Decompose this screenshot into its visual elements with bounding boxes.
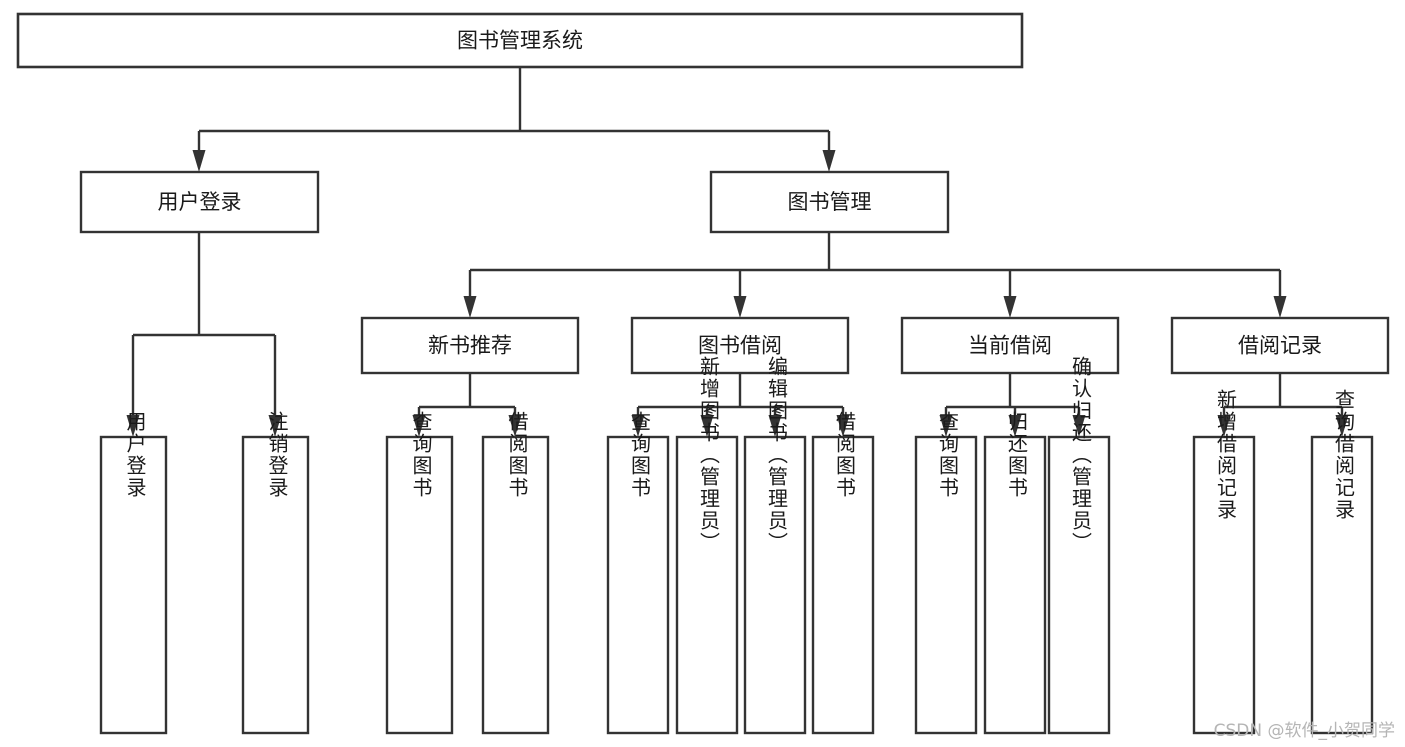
node-leaf-query-book-borrow-box[interactable]	[606, 435, 670, 735]
arrow-to-level3	[463, 296, 477, 318]
node-book-management-label: 图书管理	[788, 190, 872, 214]
csdn-watermark: CSDN @软件_小贺同学	[1213, 721, 1395, 741]
node-user-login[interactable]: 用户登录	[79, 170, 320, 234]
node-leaf-query-borrow-record-label: 查询借阅记录	[1332, 389, 1356, 521]
node-leaf-borrow-book-recommend-box[interactable]	[481, 435, 550, 735]
node-leaf-query-book-borrow-label: 查询图书	[628, 411, 652, 499]
arrow-to-level2	[822, 150, 836, 172]
node-leaf-query-borrow-record[interactable]: 查询借阅记录	[1310, 389, 1374, 735]
node-new-book-recommend-box[interactable]	[360, 316, 580, 375]
arrow-to-level2	[192, 150, 206, 172]
node-current-borrow-box[interactable]	[900, 316, 1120, 375]
node-leaf-add-book-admin-label: 新增图书（管理员）	[697, 356, 721, 554]
node-leaf-add-book-admin-box[interactable]	[675, 435, 739, 735]
node-layer: 图书管理系统用户登录图书管理新书推荐图书借阅当前借阅借阅记录用户登录注销登录查询…	[16, 12, 1390, 735]
node-borrow-record-label: 借阅记录	[1238, 334, 1322, 358]
node-leaf-logout[interactable]: 注销登录	[241, 411, 310, 735]
node-leaf-edit-book-admin[interactable]: 编辑图书（管理员）	[743, 356, 807, 735]
node-leaf-borrow-book-box[interactable]	[811, 435, 875, 735]
arrow-to-leaf	[836, 415, 850, 437]
node-leaf-borrow-book-label: 借阅图书	[833, 411, 857, 499]
node-borrow-record[interactable]: 借阅记录	[1170, 316, 1390, 375]
node-leaf-add-borrow-record[interactable]: 新增借阅记录	[1192, 389, 1256, 735]
node-new-book-recommend-label: 新书推荐	[428, 334, 512, 358]
connector-layer	[126, 67, 1349, 437]
node-leaf-borrow-book-recommend-label: 借阅图书	[505, 411, 529, 499]
node-leaf-user-login-label: 用户登录	[123, 411, 147, 499]
arrow-to-level3	[1003, 296, 1017, 318]
node-leaf-return-book-box[interactable]	[983, 435, 1047, 735]
arrow-to-leaf	[939, 415, 953, 437]
node-leaf-query-book-current-box[interactable]	[914, 435, 978, 735]
arrow-to-leaf	[700, 415, 714, 437]
node-root[interactable]: 图书管理系统	[16, 12, 1024, 69]
node-leaf-borrow-book-recommend[interactable]: 借阅图书	[481, 411, 550, 735]
arrow-to-level3	[733, 296, 747, 318]
node-leaf-query-book-current[interactable]: 查询图书	[914, 411, 978, 735]
node-leaf-borrow-book[interactable]: 借阅图书	[811, 411, 875, 735]
node-leaf-return-book[interactable]: 归还图书	[983, 411, 1047, 735]
node-root-box[interactable]	[16, 12, 1024, 69]
node-leaf-edit-book-admin-box[interactable]	[743, 435, 807, 735]
node-root-label: 图书管理系统	[457, 29, 583, 53]
node-leaf-logout-label: 注销登录	[265, 411, 289, 499]
arrow-to-leaf	[1217, 415, 1231, 437]
node-book-borrow-label: 图书借阅	[698, 334, 782, 358]
node-leaf-add-borrow-record-box[interactable]	[1192, 435, 1256, 735]
node-current-borrow[interactable]: 当前借阅	[900, 316, 1120, 375]
node-current-borrow-label: 当前借阅	[968, 334, 1052, 358]
node-leaf-confirm-return-admin-box[interactable]	[1047, 435, 1111, 735]
node-leaf-add-book-admin[interactable]: 新增图书（管理员）	[675, 356, 739, 735]
arrow-to-leaf	[1008, 415, 1022, 437]
arrow-to-leaf	[1072, 415, 1086, 437]
node-leaf-confirm-return-admin[interactable]: 确认归还（管理员）	[1047, 356, 1111, 735]
arrow-to-leaf	[412, 415, 426, 437]
arrow-to-leaf	[768, 415, 782, 437]
node-leaf-user-login[interactable]: 用户登录	[99, 411, 168, 735]
node-leaf-confirm-return-admin-label: 确认归还（管理员）	[1069, 356, 1093, 554]
node-book-management-box[interactable]	[709, 170, 950, 234]
node-leaf-query-borrow-record-box[interactable]	[1310, 435, 1374, 735]
arrow-to-leaf	[1335, 415, 1349, 437]
node-leaf-query-book-recommend-label: 查询图书	[409, 411, 433, 499]
arrow-to-leaf	[631, 415, 645, 437]
node-leaf-return-book-label: 归还图书	[1005, 411, 1029, 499]
node-leaf-edit-book-admin-label: 编辑图书（管理员）	[765, 356, 789, 554]
node-leaf-query-book-recommend-box[interactable]	[385, 435, 454, 735]
node-leaf-query-book-recommend[interactable]: 查询图书	[385, 411, 454, 735]
node-leaf-add-borrow-record-label: 新增借阅记录	[1214, 389, 1238, 521]
node-book-borrow[interactable]: 图书借阅	[630, 316, 850, 375]
node-leaf-user-login-box[interactable]	[99, 435, 168, 735]
node-book-management[interactable]: 图书管理	[709, 170, 950, 234]
node-user-login-box[interactable]	[79, 170, 320, 234]
arrow-to-leaf	[126, 415, 140, 437]
node-leaf-query-book-current-label: 查询图书	[936, 411, 960, 499]
node-borrow-record-box[interactable]	[1170, 316, 1390, 375]
arrow-to-leaf	[268, 415, 282, 437]
arrow-to-level3	[1273, 296, 1287, 318]
node-leaf-logout-box[interactable]	[241, 435, 310, 735]
node-book-borrow-box[interactable]	[630, 316, 850, 375]
node-leaf-query-book-borrow[interactable]: 查询图书	[606, 411, 670, 735]
node-new-book-recommend[interactable]: 新书推荐	[360, 316, 580, 375]
arrow-to-leaf	[508, 415, 522, 437]
node-user-login-label: 用户登录	[158, 190, 242, 214]
